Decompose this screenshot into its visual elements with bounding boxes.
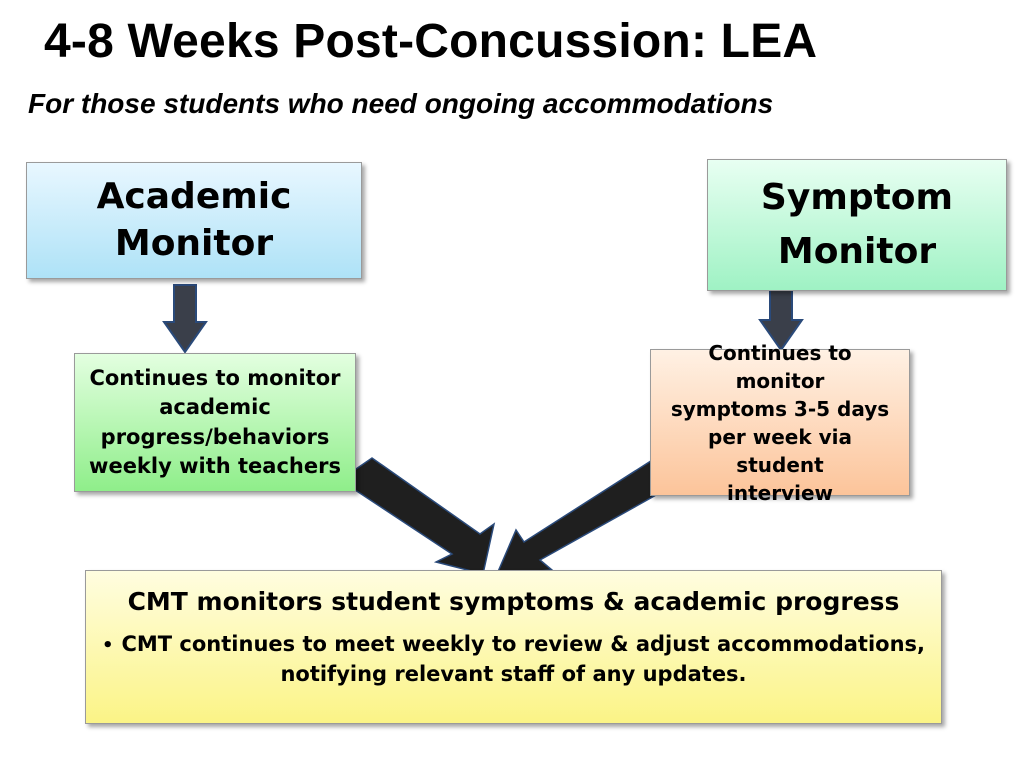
cmt-bullet-line1: CMT continues to meet weekly to review &… (121, 631, 926, 656)
academic-detail-line3: progress/behaviors (100, 424, 330, 449)
symptom-monitor-line2: Monitor (777, 231, 937, 272)
symptom-detail-line2: symptoms 3-5 days (670, 396, 890, 421)
bullet-dot-icon: • (101, 634, 114, 656)
symptom-detail-line4: interview (726, 480, 833, 505)
arrow-academic-to-cmt (338, 457, 496, 575)
cmt-heading: CMT monitors student symptoms & academic… (127, 587, 900, 616)
slide-title: 4-8 Weeks Post-Concussion: LEA (44, 15, 818, 68)
cmt-bullet-line2: notifying relevant staff of any updates. (280, 662, 747, 687)
academic-monitor-box: Academic Monitor (26, 162, 362, 279)
cmt-box: CMT monitors student symptoms & academic… (85, 570, 942, 724)
slide-subtitle: For those students who need ongoing acco… (28, 88, 774, 119)
academic-monitor-line1: Academic (96, 176, 292, 218)
academic-monitor-line2: Monitor (114, 222, 274, 264)
academic-detail-box: Continues to monitor academic progress/b… (74, 353, 356, 492)
symptom-detail-line1: Continues to monitor (708, 340, 852, 393)
academic-detail-line1: Continues to monitor (89, 365, 341, 390)
symptom-detail-box: Continues to monitor symptoms 3-5 days p… (650, 341, 910, 505)
cmt-bullet: • CMT continues to meet weekly to review … (88, 629, 939, 690)
academic-detail-line2: academic (159, 395, 271, 420)
symptom-detail-line3: per week via student (708, 424, 852, 477)
symptom-monitor-line1: Symptom (760, 177, 954, 218)
arrow-academic-down (162, 284, 208, 354)
symptom-monitor-box: Symptom Monitor (707, 159, 1007, 291)
academic-detail-line4: weekly with teachers (89, 453, 341, 478)
